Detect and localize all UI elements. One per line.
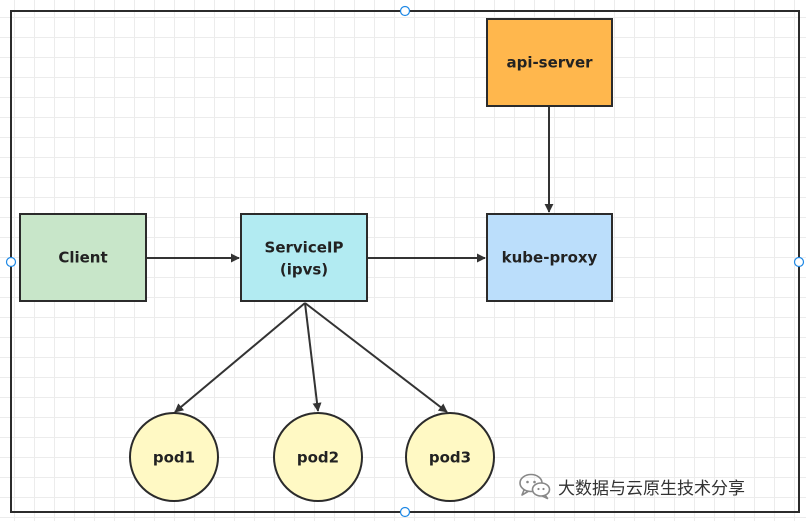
pod1-circle[interactable] — [129, 412, 219, 502]
service-ip-label-line2: (ipvs) — [280, 261, 328, 279]
node-api-server[interactable]: api-server — [486, 18, 613, 107]
edge-serviceip-to-pod3[interactable] — [304, 302, 448, 413]
pod3-label: pod3 — [429, 449, 471, 467]
client-box[interactable] — [19, 213, 147, 302]
node-pod3[interactable]: pod3 — [405, 412, 495, 502]
node-kube-proxy[interactable]: kube-proxy — [486, 213, 613, 302]
pod3-circle[interactable] — [405, 412, 495, 502]
watermark-text: 大数据与云原生技术分享 — [558, 478, 745, 499]
api-server-box[interactable] — [486, 18, 613, 107]
node-client[interactable]: Client — [19, 213, 147, 302]
service-ip-label-line1: ServiceIP — [265, 239, 344, 257]
wechat-icon — [519, 473, 551, 500]
service-ip-box[interactable] — [240, 213, 368, 302]
pod2-circle[interactable] — [273, 412, 363, 502]
pod2-label: pod2 — [297, 449, 339, 467]
kube-proxy-label: kube-proxy — [502, 249, 598, 267]
client-label: Client — [58, 249, 107, 267]
api-server-label: api-server — [506, 54, 593, 72]
node-service-ip[interactable]: ServiceIP (ipvs) — [240, 213, 368, 302]
resize-handle-top[interactable] — [399, 5, 411, 17]
resize-handle-right[interactable] — [793, 256, 805, 268]
watermark: 大数据与云原生技术分享 — [518, 472, 745, 500]
pod1-label: pod1 — [153, 449, 195, 467]
edge-serviceip-to-pod2[interactable] — [304, 302, 322, 412]
node-pod1[interactable]: pod1 — [129, 412, 219, 502]
kube-proxy-box[interactable] — [486, 213, 613, 302]
resize-handle-bottom[interactable] — [399, 506, 411, 518]
node-pod2[interactable]: pod2 — [273, 412, 363, 502]
resize-handle-left[interactable] — [5, 256, 17, 268]
edge-serviceip-to-pod1[interactable] — [174, 302, 306, 413]
